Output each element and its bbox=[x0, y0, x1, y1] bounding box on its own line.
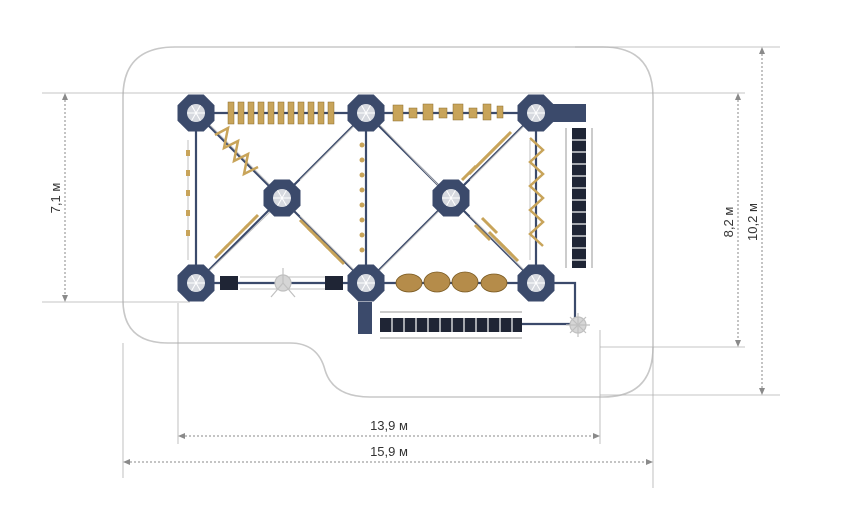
dark-ladder-bottom bbox=[380, 311, 522, 339]
dim-right-outer: 10,2 м bbox=[745, 203, 760, 241]
wood-bridge-top-left bbox=[227, 101, 335, 125]
wood-bridge-top-right bbox=[392, 103, 504, 122]
octagon-tower-icon bbox=[347, 94, 385, 132]
dimension-arrowheads bbox=[62, 47, 765, 465]
leaf-stepping-stones bbox=[395, 271, 508, 293]
top-right-post bbox=[552, 104, 586, 122]
octagon-tower-icon bbox=[517, 94, 555, 132]
rope-star-icon bbox=[270, 268, 296, 298]
octagon-tower-icon bbox=[177, 264, 215, 302]
zigzag-rope-right bbox=[528, 137, 545, 247]
rope-bridge-left bbox=[186, 150, 190, 236]
dim-right-inner: 8,2 м bbox=[721, 207, 736, 238]
zigzag-rope-left bbox=[214, 125, 259, 177]
rope-star-icon bbox=[566, 313, 590, 337]
octagon-tower-icon bbox=[263, 179, 301, 217]
rope-bridge-middle bbox=[359, 142, 365, 253]
dimension-guides bbox=[42, 46, 780, 488]
wood-ladder-diagonals bbox=[213, 130, 520, 266]
octagon-tower-icon bbox=[347, 264, 385, 302]
octagon-tower-icon bbox=[177, 94, 215, 132]
towers bbox=[177, 94, 555, 302]
bottom-left-bridge bbox=[220, 276, 343, 290]
rope-nets bbox=[187, 119, 531, 276]
safety-zone-outline bbox=[122, 46, 654, 398]
dark-ladder-right bbox=[565, 128, 593, 268]
dim-bottom-inner: 13,9 м bbox=[370, 418, 408, 433]
dimension-arrows bbox=[64, 50, 763, 463]
dim-left-height: 7,1 м bbox=[48, 183, 63, 214]
octagon-tower-icon bbox=[517, 264, 555, 302]
octagon-tower-icon bbox=[432, 179, 470, 217]
dim-bottom-outer: 15,9 м bbox=[370, 444, 408, 459]
bottom-post bbox=[358, 302, 372, 334]
